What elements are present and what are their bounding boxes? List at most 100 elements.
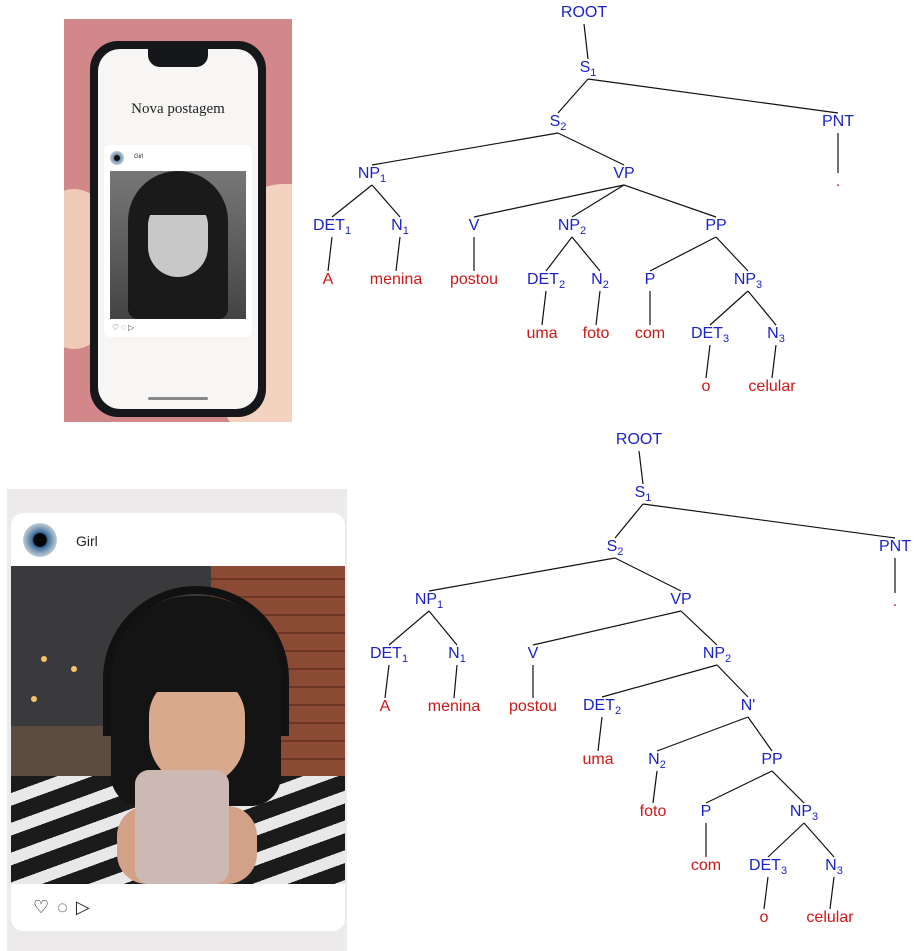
- tree2-node-s1: S1: [635, 484, 652, 504]
- phone-post-image: [110, 171, 246, 319]
- tree2-node-w_celular: celular: [806, 909, 854, 926]
- tree2-node-det3: DET3: [749, 857, 787, 877]
- tree2-edge-pp-np3: [771, 770, 805, 804]
- tree1-node-w_foto: foto: [583, 325, 610, 342]
- tree1-edge-pp-p: [649, 236, 717, 272]
- phone-screen: Nova postagem Girl ♡◌▷: [98, 49, 258, 409]
- heart-icon[interactable]: ♡: [33, 897, 58, 917]
- comment-icon: ◌: [121, 323, 128, 332]
- tree1-node-n2: N2: [591, 271, 609, 291]
- tree1-edge-s2-np1: [371, 132, 559, 166]
- tree1-node-pp: PP: [705, 217, 726, 234]
- tree1-node-w_postou: postou: [450, 271, 498, 288]
- home-indicator: [148, 397, 208, 400]
- phone-device: Nova postagem Girl ♡◌▷: [90, 41, 266, 417]
- tree2-edge-det2-w_uma: [597, 716, 603, 752]
- tree2-edge-nbar-pp: [747, 716, 773, 752]
- tree1-edge-vp-np2: [571, 184, 625, 218]
- tree1-node-n3: N3: [767, 325, 785, 345]
- send-icon: ▷: [127, 323, 137, 332]
- tree2-edge-s1-pnt: [642, 503, 896, 539]
- tree2-edge-n1-w_menina: [453, 664, 458, 699]
- tree1-edge-np1-n1: [371, 184, 401, 218]
- post-actions: ♡◌▷: [33, 897, 98, 918]
- post-image: [11, 566, 345, 884]
- phone-post-actions: ♡◌▷: [112, 323, 136, 332]
- tree1-node-root: ROOT: [561, 4, 607, 21]
- tree2-node-np1: NP1: [415, 591, 443, 611]
- tree1-node-s2: S2: [550, 113, 567, 133]
- tree2-edge-n2-w_foto: [652, 770, 658, 804]
- tree1-node-dot: .: [836, 173, 840, 190]
- tree1-node-np2: NP2: [558, 217, 586, 237]
- tree2-edge-n3-w_celular: [829, 876, 835, 910]
- phone-notch: [148, 49, 208, 67]
- post-username[interactable]: Girl: [76, 533, 98, 549]
- phone-photo: Nova postagem Girl ♡◌▷: [64, 19, 292, 422]
- tree1-node-w_o: o: [702, 378, 711, 395]
- tree2-node-dot: .: [893, 593, 897, 610]
- tree2-node-np2: NP2: [703, 645, 731, 665]
- tree1-node-w_uma: uma: [526, 325, 557, 342]
- tree1-node-det2: DET2: [527, 271, 565, 291]
- tree1-node-pnt: PNT: [822, 113, 854, 130]
- tree1-edge-n2-w_foto: [595, 290, 601, 326]
- tree1-edge-np2-det2: [545, 236, 573, 272]
- tree1-edge-s2-vp: [557, 132, 625, 166]
- background-light: [31, 696, 37, 702]
- tree1-edge-n1-w_menina: [395, 236, 401, 272]
- tree1-edge-det3-w_o: [705, 344, 711, 379]
- tree1-edge-det2-w_uma: [541, 290, 547, 326]
- tree1-node-w_com: com: [635, 325, 665, 342]
- avatar[interactable]: [23, 523, 57, 557]
- tree1-edge-np2-n2: [571, 236, 601, 272]
- post-card: Girl ♡◌▷: [11, 513, 345, 931]
- tree1-edge-np3-n3: [747, 290, 777, 326]
- tree1-edge-vp-v: [473, 184, 625, 218]
- tree2-edge-np2-nbar: [716, 664, 749, 698]
- heart-icon: ♡: [112, 323, 122, 332]
- tree2-edge-det3-w_o: [763, 876, 769, 910]
- headphones: [103, 586, 289, 736]
- tree2-node-w_a: A: [380, 698, 391, 715]
- tree2-node-n2: N2: [648, 751, 666, 771]
- tree2-node-w_postou: postou: [509, 698, 557, 715]
- send-icon[interactable]: ▷: [75, 897, 98, 917]
- tree2-node-w_foto: foto: [640, 803, 667, 820]
- tree2-edge-vp-np2: [680, 610, 718, 646]
- tree2-node-w_com: com: [691, 857, 721, 874]
- tree2-edge-vp-v: [532, 610, 682, 646]
- tree2-edge-np2-det2: [601, 664, 718, 698]
- tree2-node-det1: DET1: [370, 645, 408, 665]
- tree1-node-w_celular: celular: [748, 378, 796, 395]
- phone-post-card: Girl ♡◌▷: [104, 145, 252, 337]
- tree2-edge-np3-n3: [803, 822, 835, 858]
- tree1-node-np1: NP1: [358, 165, 386, 185]
- tree2-edge-s2-np1: [428, 557, 616, 592]
- tree1-edge-root-s1: [583, 23, 589, 60]
- tree1-node-w_a: A: [323, 271, 334, 288]
- tree1-node-det1: DET1: [313, 217, 351, 237]
- tree2-node-n3: N3: [825, 857, 843, 877]
- tree1-edge-np3-det3: [709, 290, 749, 326]
- tree2-edge-np3-det3: [767, 822, 805, 858]
- tree1-node-det3: DET3: [691, 325, 729, 345]
- post-panel: Girl ♡◌▷: [7, 489, 347, 951]
- tree1-node-w_menina: menina: [370, 271, 423, 288]
- tree1-edge-np1-det1: [331, 184, 373, 218]
- tree2-node-w_uma: uma: [582, 751, 613, 768]
- tree2-node-v: V: [528, 645, 539, 662]
- tree2-node-p: P: [701, 803, 712, 820]
- tree2-node-w_o: o: [760, 909, 769, 926]
- tree2-node-nbar: N': [741, 697, 756, 714]
- tree2-node-np3: NP3: [790, 803, 818, 823]
- tree1-node-s1: S1: [580, 59, 597, 79]
- comment-icon[interactable]: ◌: [57, 897, 76, 917]
- avatar: [110, 151, 124, 165]
- tree2-edge-det1-w_a: [384, 664, 390, 699]
- tree2-edge-np1-n1: [428, 610, 458, 646]
- tree2-node-root: ROOT: [616, 431, 662, 448]
